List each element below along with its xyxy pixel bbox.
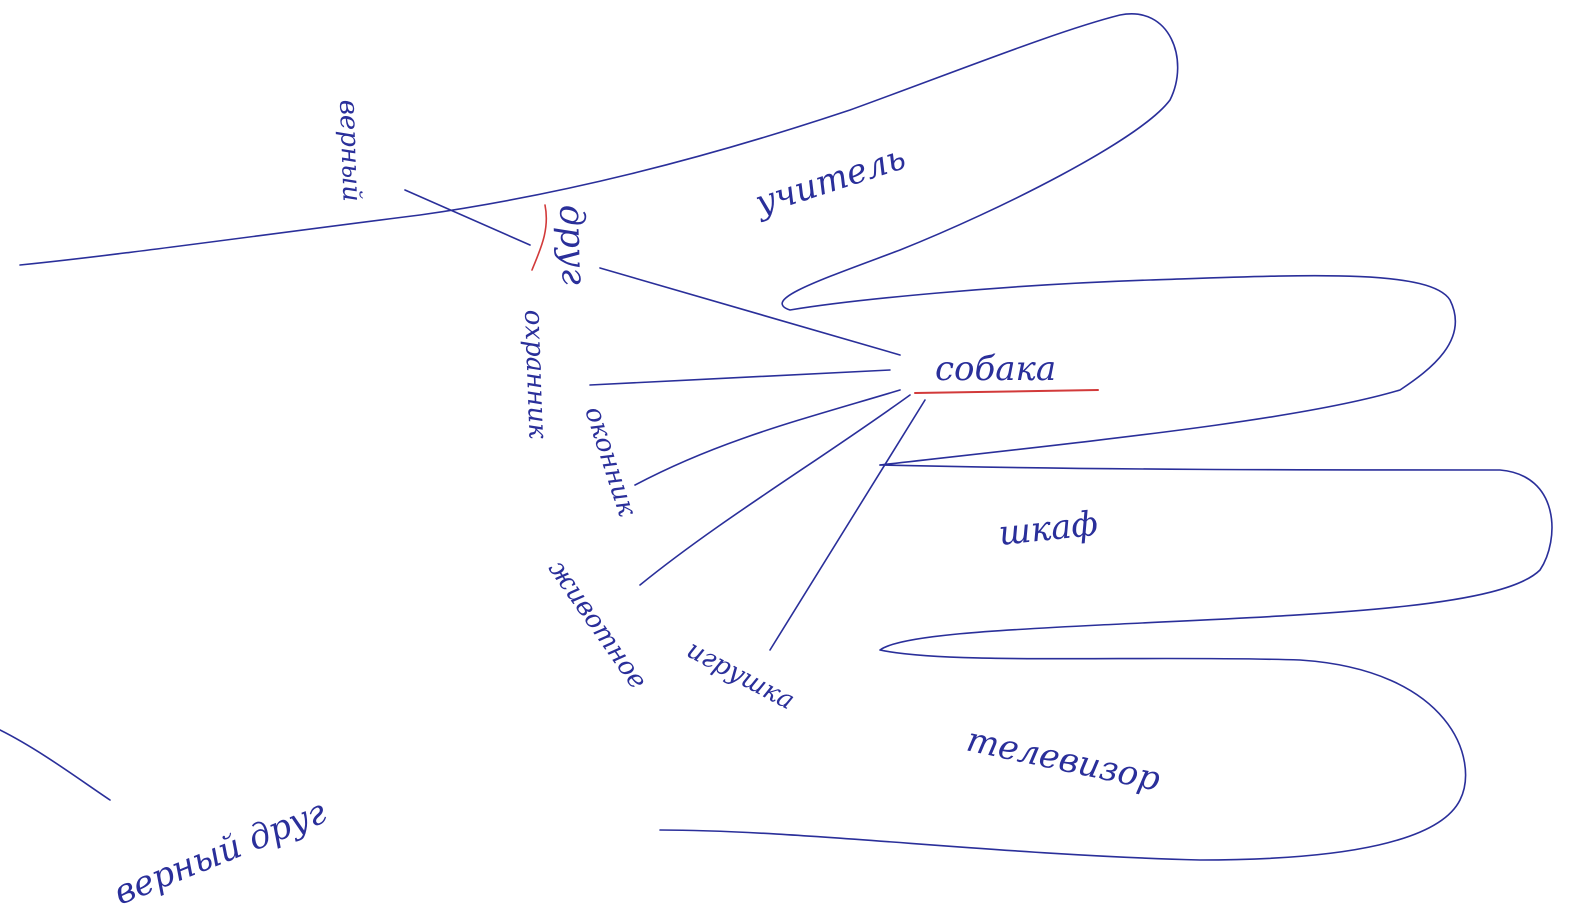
spokes	[404, 189, 926, 651]
hand-outline-wrist	[0, 729, 111, 801]
spoke-toy	[769, 399, 926, 651]
center-underline	[914, 389, 1099, 394]
label-best-friend: верный друг	[108, 792, 331, 908]
label-tv: телевизор	[963, 720, 1164, 800]
hand-outline	[0, 13, 1553, 861]
label-guard: охранник	[518, 309, 552, 439]
label-teacher: учитель	[749, 138, 911, 225]
spoke-faithful	[404, 189, 531, 246]
spoke-animal	[639, 394, 911, 586]
label-friend: друг	[551, 204, 594, 286]
accent-marks	[531, 204, 1099, 394]
center-word: собака	[935, 349, 1056, 389]
hand-outline-top-finger	[19, 13, 1457, 466]
spoke-window-sill	[634, 389, 901, 486]
friend-red-mark	[531, 204, 548, 271]
labels: собака учитель шкаф телевизор верный дру…	[108, 99, 1163, 908]
label-window-sill: оконник	[578, 403, 642, 521]
label-toy: игрушка	[682, 635, 800, 717]
label-faithful: верный	[333, 99, 367, 202]
spoke-friend	[599, 267, 901, 356]
spoke-guard	[589, 369, 891, 386]
hand-outline-middle-finger	[659, 464, 1553, 861]
label-closet: шкаф	[997, 504, 1100, 554]
label-animal: животное	[542, 555, 653, 695]
